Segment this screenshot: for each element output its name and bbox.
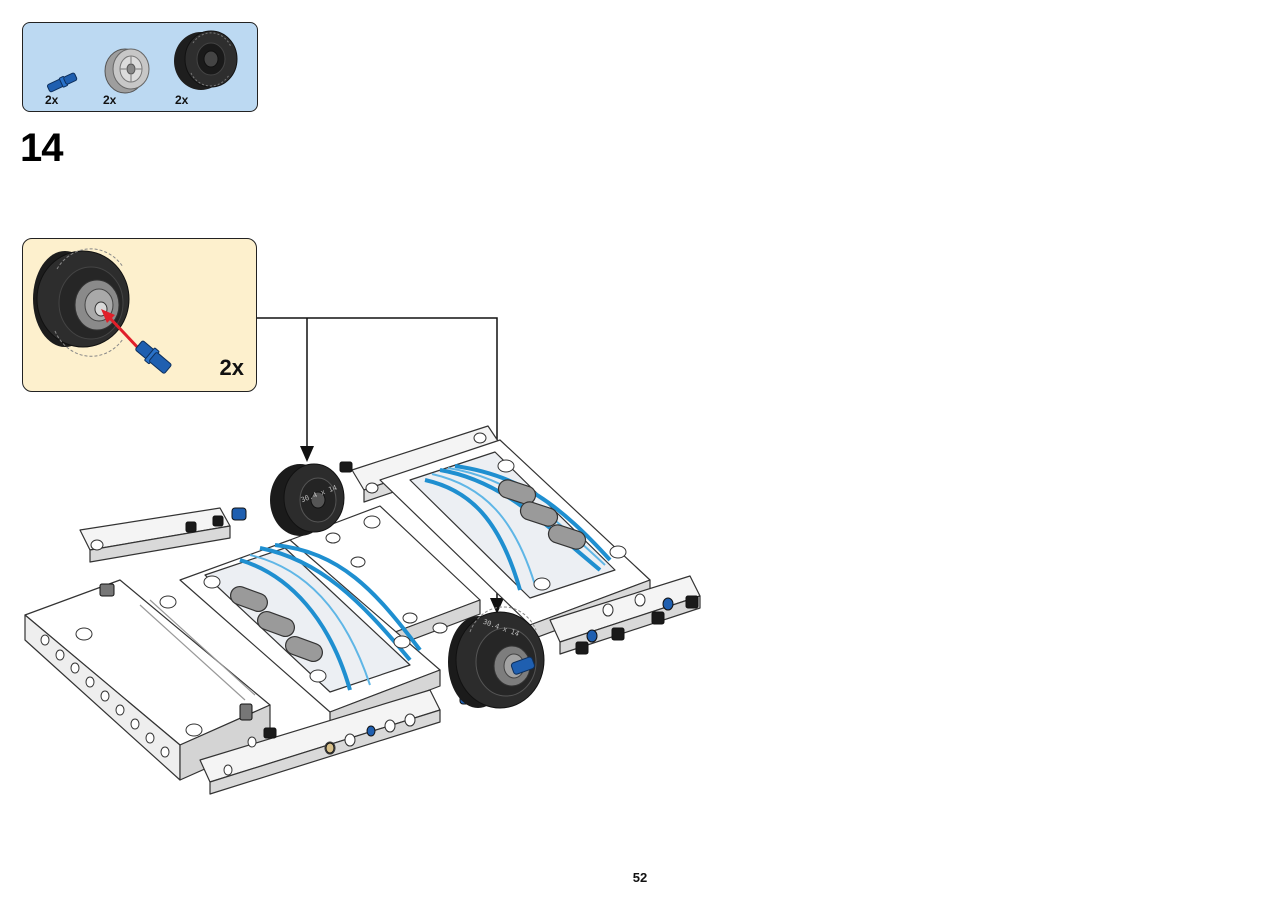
beam-holes [40,432,646,776]
pins [99,461,699,754]
chassis-model [24,425,701,795]
blue-axle-pin-icon [46,72,78,93]
part-axle-pin: 2x [43,67,83,107]
step-number: 14 [20,126,63,170]
page-number: 52 [632,870,648,885]
part-qty: 2x [103,93,117,107]
rear-tire-label: 30.4 x 14 [299,483,339,505]
arrow-head-right [490,598,504,614]
wheel-rim-icon [104,48,150,94]
sub-assembly-callout: 2x [22,238,257,392]
arrow-head-left [300,446,314,462]
part-qty: 2x [175,93,189,107]
part-qty: 2x [45,93,59,107]
wheel-assembly-icon [33,248,172,374]
part-tire: 2x [171,29,243,109]
callout-qty: 2x [219,355,244,380]
part-wheel-rim: 2x [101,45,157,109]
front-tire-label: 30.4 x 14 [481,617,521,639]
callout-arrows [257,317,498,600]
parts-list: 2x 2x 2x [22,22,258,112]
tire-icon [174,30,238,90]
